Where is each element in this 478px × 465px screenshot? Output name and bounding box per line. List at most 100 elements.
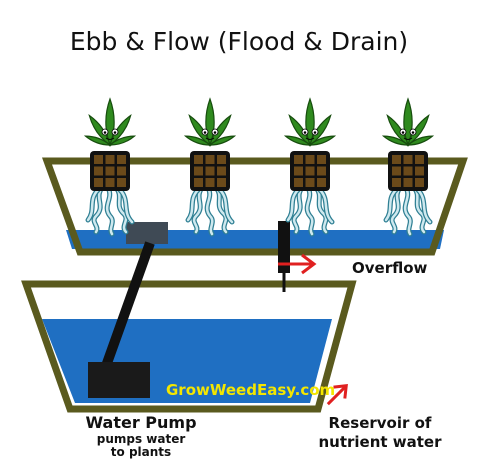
roots [383, 185, 433, 237]
roots [85, 185, 135, 237]
net-cup-cell [105, 178, 115, 187]
net-cup-cell [205, 155, 215, 164]
root-fill [118, 188, 134, 224]
leaf [83, 135, 112, 146]
flood-tray-water [66, 230, 444, 249]
root-fill [412, 186, 426, 234]
plant-pupil [213, 131, 217, 134]
net-cup-cell [94, 166, 103, 176]
root-fill [105, 186, 114, 236]
plant-pupil [103, 131, 107, 134]
pump-hose [101, 241, 155, 368]
root-fill [192, 186, 204, 234]
root-fill [114, 186, 128, 234]
leaf [108, 135, 137, 146]
net-cup-cell [317, 166, 326, 176]
plant-smile [105, 137, 115, 140]
plant-pupil [401, 131, 405, 134]
leaf [283, 135, 312, 146]
leaf [381, 135, 410, 146]
root-fill [384, 188, 398, 222]
water-pump-assembly [88, 222, 168, 398]
net-cup-cell [392, 178, 401, 187]
plant-pupil [303, 131, 307, 134]
reservoir-label-line2: nutrient water [318, 433, 442, 451]
plant-3 [283, 97, 337, 237]
net-cup-cell [415, 155, 424, 164]
overflow-callout: Overflow [278, 253, 428, 277]
plant-4 [381, 97, 435, 237]
root-fill [214, 186, 228, 234]
cannabis-plant-icon [83, 97, 137, 147]
net-cup-cell [403, 155, 413, 164]
plant-pupil [113, 131, 117, 134]
water-pump [88, 362, 150, 398]
root-fill [292, 186, 304, 234]
root-fill [218, 188, 234, 224]
red-arrow-icon [326, 384, 348, 406]
red-arrow-icon [278, 253, 317, 275]
root-fill [403, 186, 412, 236]
cannabis-plant-icon [283, 97, 337, 147]
net-cup-cell [117, 166, 126, 176]
root-fill [314, 186, 328, 234]
root-fill [416, 188, 432, 224]
net-cup-cell [415, 166, 424, 176]
plant-smile [305, 137, 315, 140]
cannabis-plant-icon [183, 97, 237, 147]
watermark: GrowWeedEasy.com [166, 381, 335, 399]
net-cup-cell [205, 178, 215, 187]
net-cup-cell [294, 178, 303, 187]
plant-smile [403, 137, 413, 140]
net-cup-cell [403, 166, 413, 176]
net-cup-cell [117, 155, 126, 164]
roots [185, 185, 235, 237]
overflow-pipe-body [278, 221, 290, 273]
net-cup [290, 151, 330, 191]
net-cup-cell [305, 166, 315, 176]
root-fill [305, 186, 314, 236]
plant-pupil [411, 131, 415, 134]
net-cup-cell [194, 155, 203, 164]
plant-pupil [203, 131, 207, 134]
net-cup-cell [217, 178, 226, 187]
cannabis-plant-icon [381, 97, 435, 147]
net-cup-cell [305, 155, 315, 164]
net-cup-cell [305, 178, 315, 187]
net-cup [190, 151, 230, 191]
net-cup [90, 151, 130, 191]
root-fill [318, 188, 334, 224]
net-cup-cell [194, 178, 203, 187]
reservoir-body [21, 280, 357, 413]
net-cup-cell [105, 155, 115, 164]
net-cup-cell [194, 166, 203, 176]
leaf [183, 135, 212, 146]
root-fill [92, 186, 104, 234]
leaf [308, 135, 337, 146]
net-cup-cell [105, 166, 115, 176]
net-cup [388, 151, 428, 191]
plant-row [83, 97, 435, 237]
root-fill [390, 186, 402, 234]
net-cup-cell [403, 178, 413, 187]
net-cup-cell [217, 166, 226, 176]
overflow-pipe [278, 221, 290, 292]
leaf [208, 135, 237, 146]
plant-smile [205, 137, 215, 140]
reservoir-label-line1: Reservoir of [329, 414, 432, 432]
plant-pupil [313, 131, 317, 134]
pump-description-line2: to plants [111, 445, 171, 459]
net-cup-cell [392, 155, 401, 164]
net-cup-cell [117, 178, 126, 187]
root-fill [186, 188, 200, 222]
net-cup-cell [317, 178, 326, 187]
water-pump-label: Water Pump [85, 413, 196, 432]
net-cup-cell [205, 166, 215, 176]
root-fill [205, 186, 214, 236]
plant-2 [183, 97, 237, 237]
net-cup-cell [294, 166, 303, 176]
diagram-title: Ebb & Flow (Flood & Drain) [70, 27, 408, 56]
leaf [406, 135, 435, 146]
overflow-label: Overflow [352, 259, 428, 277]
